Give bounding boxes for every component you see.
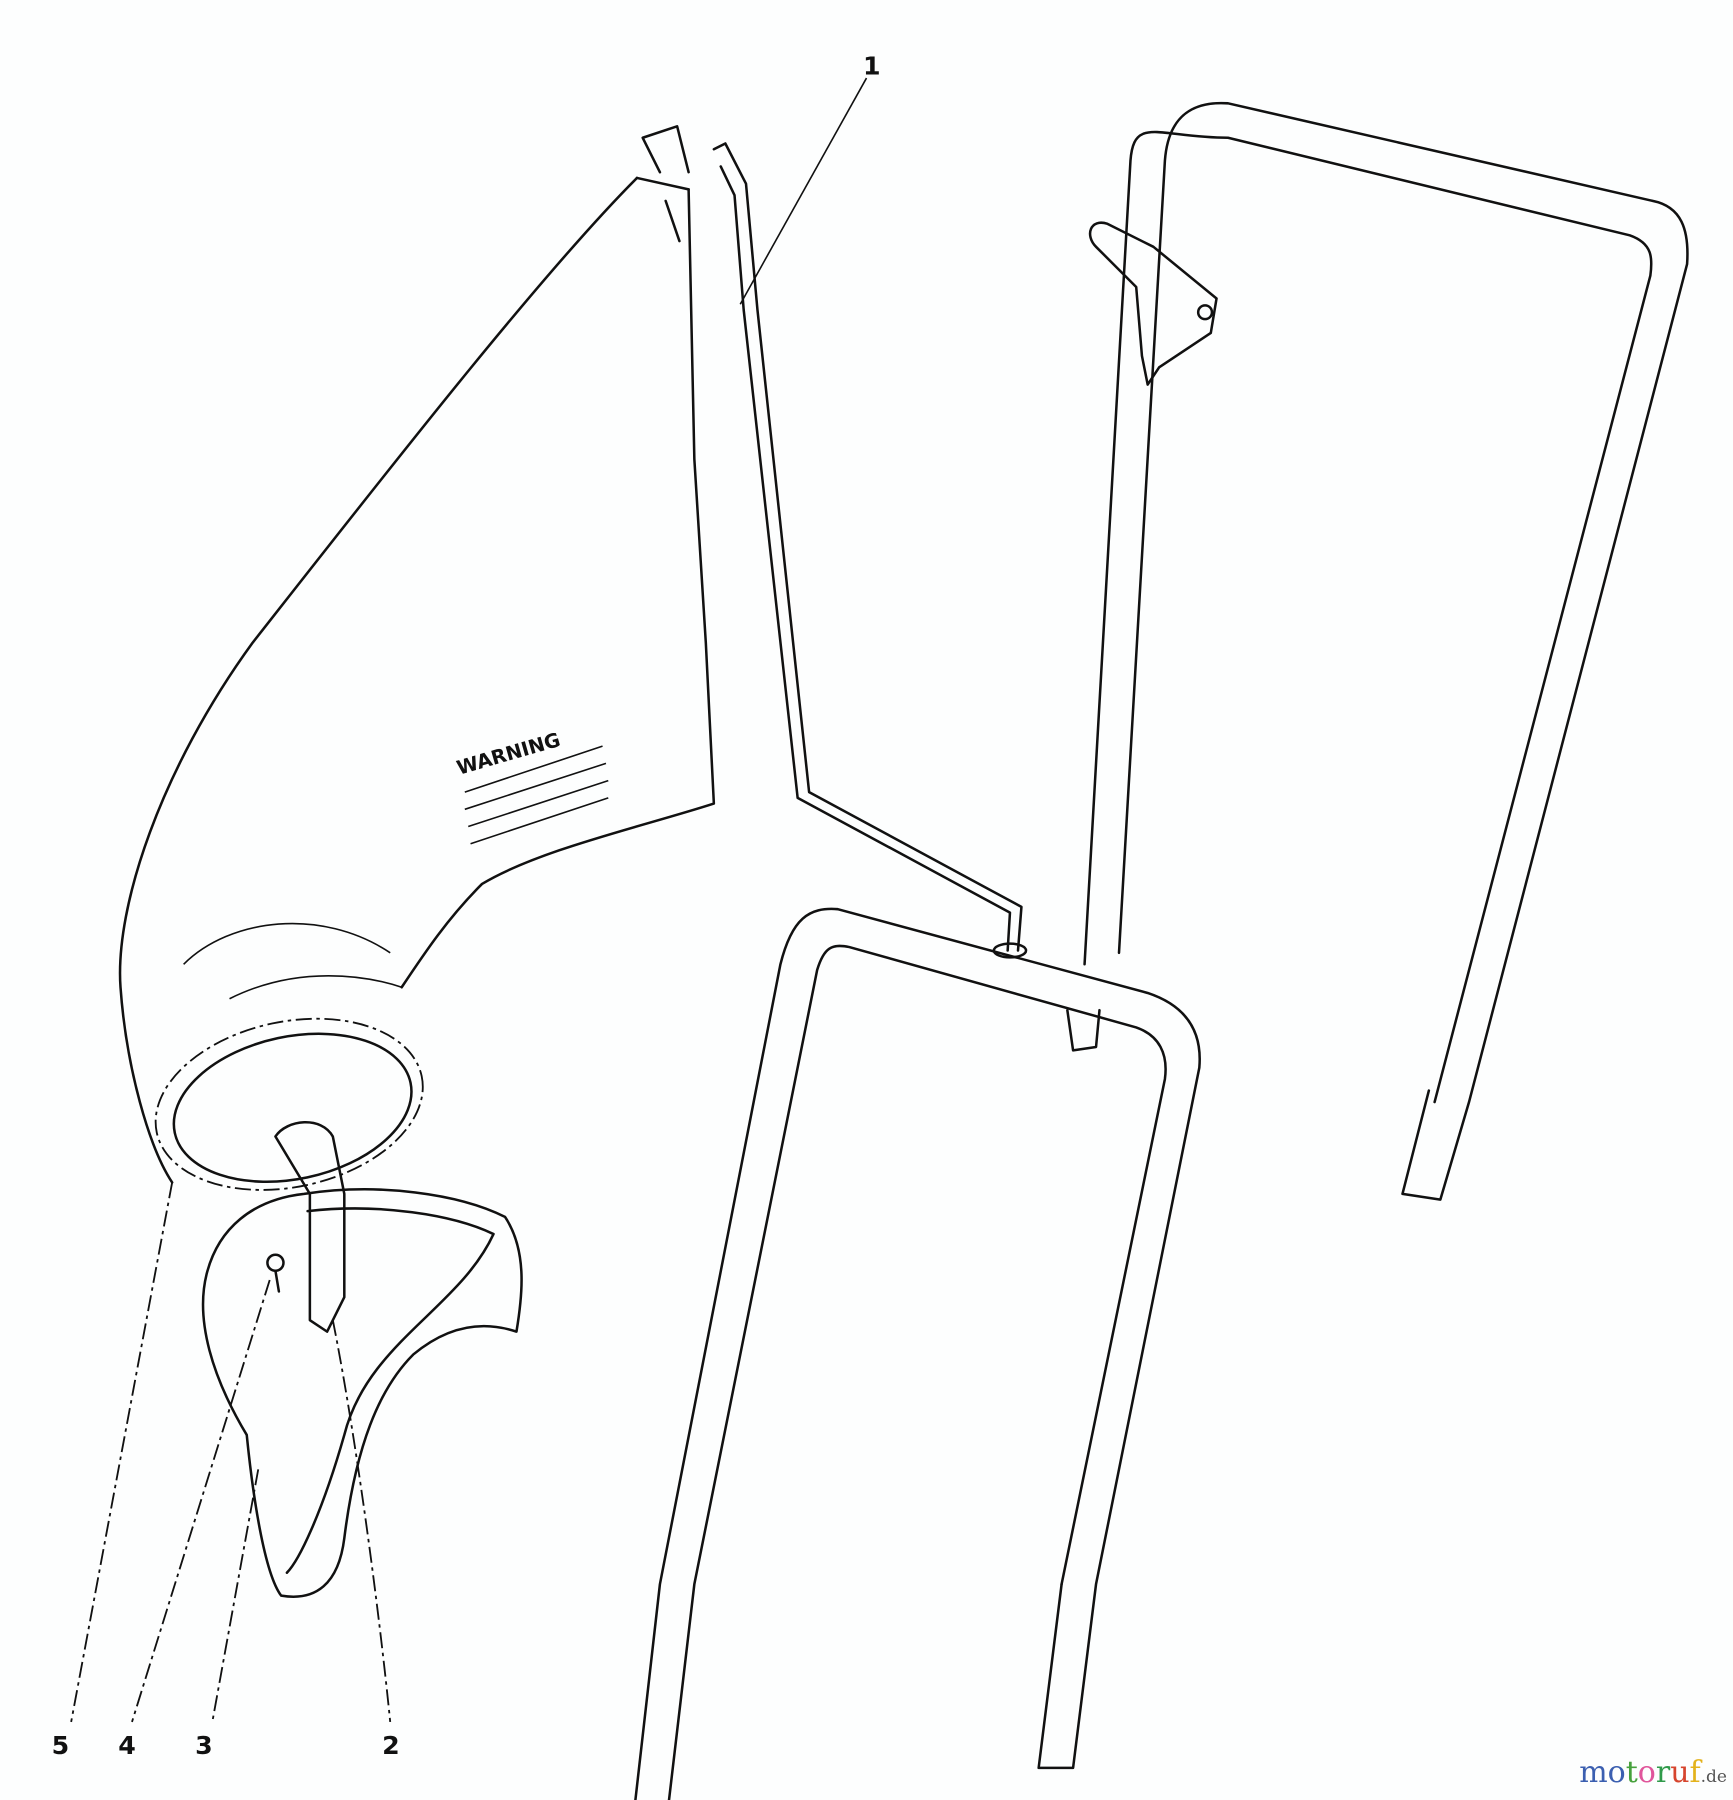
watermark-letter: f [1689,1755,1701,1790]
watermark-letter: o [1637,1755,1656,1790]
watermark-suffix: .de [1700,1767,1727,1787]
lower-handle [634,907,1201,1800]
watermark-letter: r [1655,1755,1671,1790]
leader-lines [70,77,868,1723]
watermark-logo: motoruf.de [1579,1755,1727,1790]
bag-support-rod [712,142,1023,952]
callout-1: 1 [863,52,881,81]
watermark-letter: t [1625,1755,1638,1790]
callout-5: 5 [52,1731,70,1760]
upper-handle [1083,101,1689,1201]
grass-bag: WARNING [118,125,716,1191]
watermark-letter: u [1670,1755,1690,1790]
bag-warning-label: WARNING [454,728,563,780]
callout-2: 2 [382,1731,400,1760]
bag-hanger [201,1121,523,1598]
watermark-letter: m [1579,1755,1608,1790]
callout-3: 3 [195,1731,213,1760]
watermark-letter: o [1607,1755,1626,1790]
callout-4: 4 [118,1731,136,1760]
